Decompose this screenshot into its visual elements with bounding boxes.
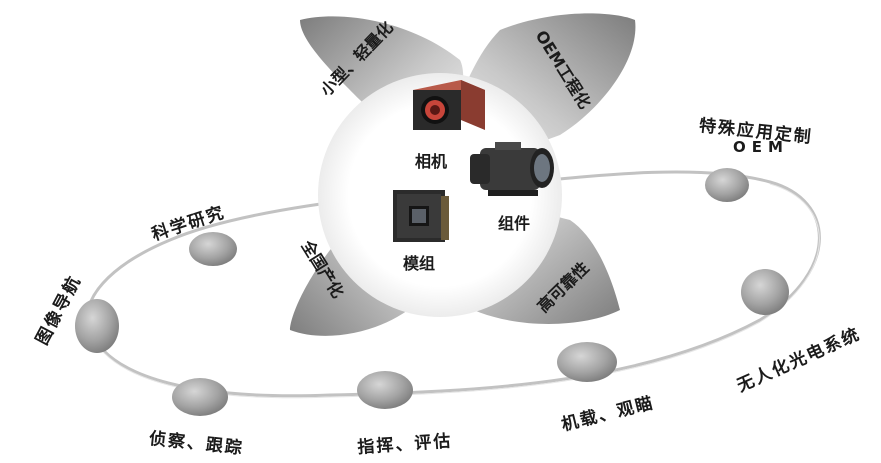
camera-label: 相机 — [415, 152, 448, 171]
assembly-label: 组件 — [498, 214, 531, 233]
node-reconnaissance — [172, 378, 228, 416]
node-guidance — [357, 371, 413, 409]
module-icon — [393, 190, 449, 242]
node-navigation — [75, 299, 119, 353]
node-uav — [741, 269, 789, 315]
camera-icon — [413, 80, 485, 130]
node-special-oem — [705, 168, 749, 202]
assembly-icon — [470, 142, 554, 196]
node-airborne — [557, 342, 617, 382]
app-label-oem: OEM — [733, 138, 789, 156]
module-label: 模组 — [403, 254, 436, 273]
node-science — [189, 232, 237, 266]
orbit-nodes — [75, 168, 789, 416]
